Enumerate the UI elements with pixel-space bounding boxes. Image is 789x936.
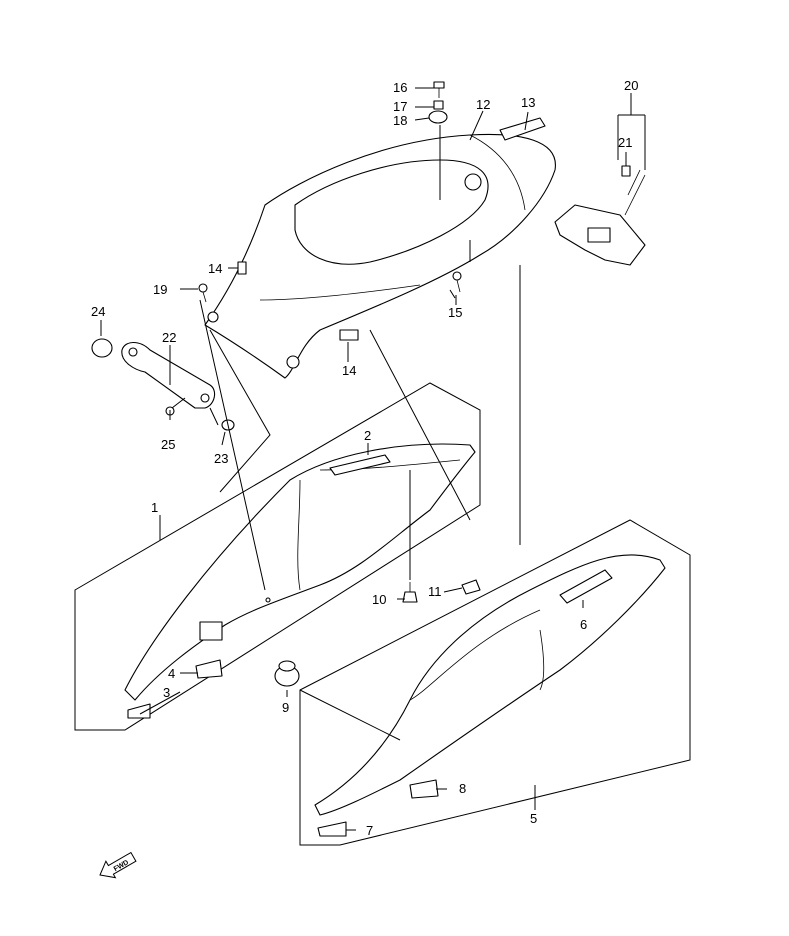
callout-9: 9	[282, 700, 289, 715]
grommet-part-9	[274, 660, 300, 687]
leader-lines	[100, 87, 646, 831]
mount-hole	[265, 597, 271, 603]
clip-part-10	[402, 582, 418, 603]
callout-12: 12	[476, 97, 490, 112]
callout-16: 16	[393, 80, 407, 95]
label-part-14-b	[339, 329, 359, 341]
emblem-part-13	[499, 117, 546, 141]
pad-part-8	[409, 779, 439, 799]
callout-7: 7	[366, 823, 373, 838]
callout-10: 10	[372, 592, 386, 607]
callout-5: 5	[530, 811, 537, 826]
label-part-14-a	[237, 261, 247, 275]
callout-15: 15	[448, 305, 462, 320]
callout-23: 23	[214, 451, 228, 466]
callout-20: 20	[624, 78, 638, 93]
screw-part-19	[198, 283, 208, 303]
callout-3: 3	[163, 685, 170, 700]
callout-22: 22	[162, 330, 176, 345]
side-cover-right	[314, 554, 666, 816]
side-cover-left	[124, 443, 476, 701]
cushion-part-18	[428, 110, 448, 124]
fwd-arrow: FWD	[99, 851, 137, 879]
callout-4: 4	[168, 666, 175, 681]
callout-18: 18	[393, 113, 407, 128]
pad-part-3	[127, 703, 151, 719]
mount-boss-2	[207, 311, 219, 323]
callout-14-a: 14	[208, 261, 222, 276]
grip-slot-right	[559, 569, 613, 604]
box-part-1	[74, 382, 481, 731]
bolt-part-16	[433, 81, 445, 98]
pad-part-7	[317, 821, 347, 837]
callout-21: 21	[618, 135, 632, 150]
pad-part-4	[195, 659, 223, 679]
collar-part-17	[433, 100, 444, 110]
side-cover-right-inner	[409, 609, 545, 701]
nut-part-11	[461, 579, 481, 595]
callout-19: 19	[153, 282, 167, 297]
cap-part-24	[91, 338, 113, 358]
callout-6: 6	[580, 617, 587, 632]
connector-part-21	[621, 165, 631, 177]
bracket-hole	[128, 347, 138, 357]
callout-2: 2	[364, 428, 371, 443]
bracket-wire	[624, 169, 646, 216]
bracket-part-22	[121, 341, 216, 409]
callout-11: 11	[428, 584, 442, 599]
screw-part-15	[452, 271, 462, 293]
callout-17: 17	[393, 99, 407, 114]
mount-boss-3	[464, 173, 482, 191]
mount-boss	[286, 355, 300, 369]
callout-14-b: 14	[342, 363, 356, 378]
callout-25: 25	[161, 437, 175, 452]
callout-8: 8	[459, 781, 466, 796]
assembly-lines	[171, 125, 521, 741]
bracket-pad	[587, 227, 611, 243]
seat-tail-ridge	[259, 134, 526, 301]
box-part-5	[299, 519, 691, 846]
callout-1: 1	[151, 500, 158, 515]
callout-13: 13	[521, 95, 535, 110]
callout-24: 24	[91, 304, 105, 319]
mount-tab	[199, 621, 223, 641]
bracket-hole-2	[200, 393, 210, 403]
grip-slot	[329, 454, 391, 476]
